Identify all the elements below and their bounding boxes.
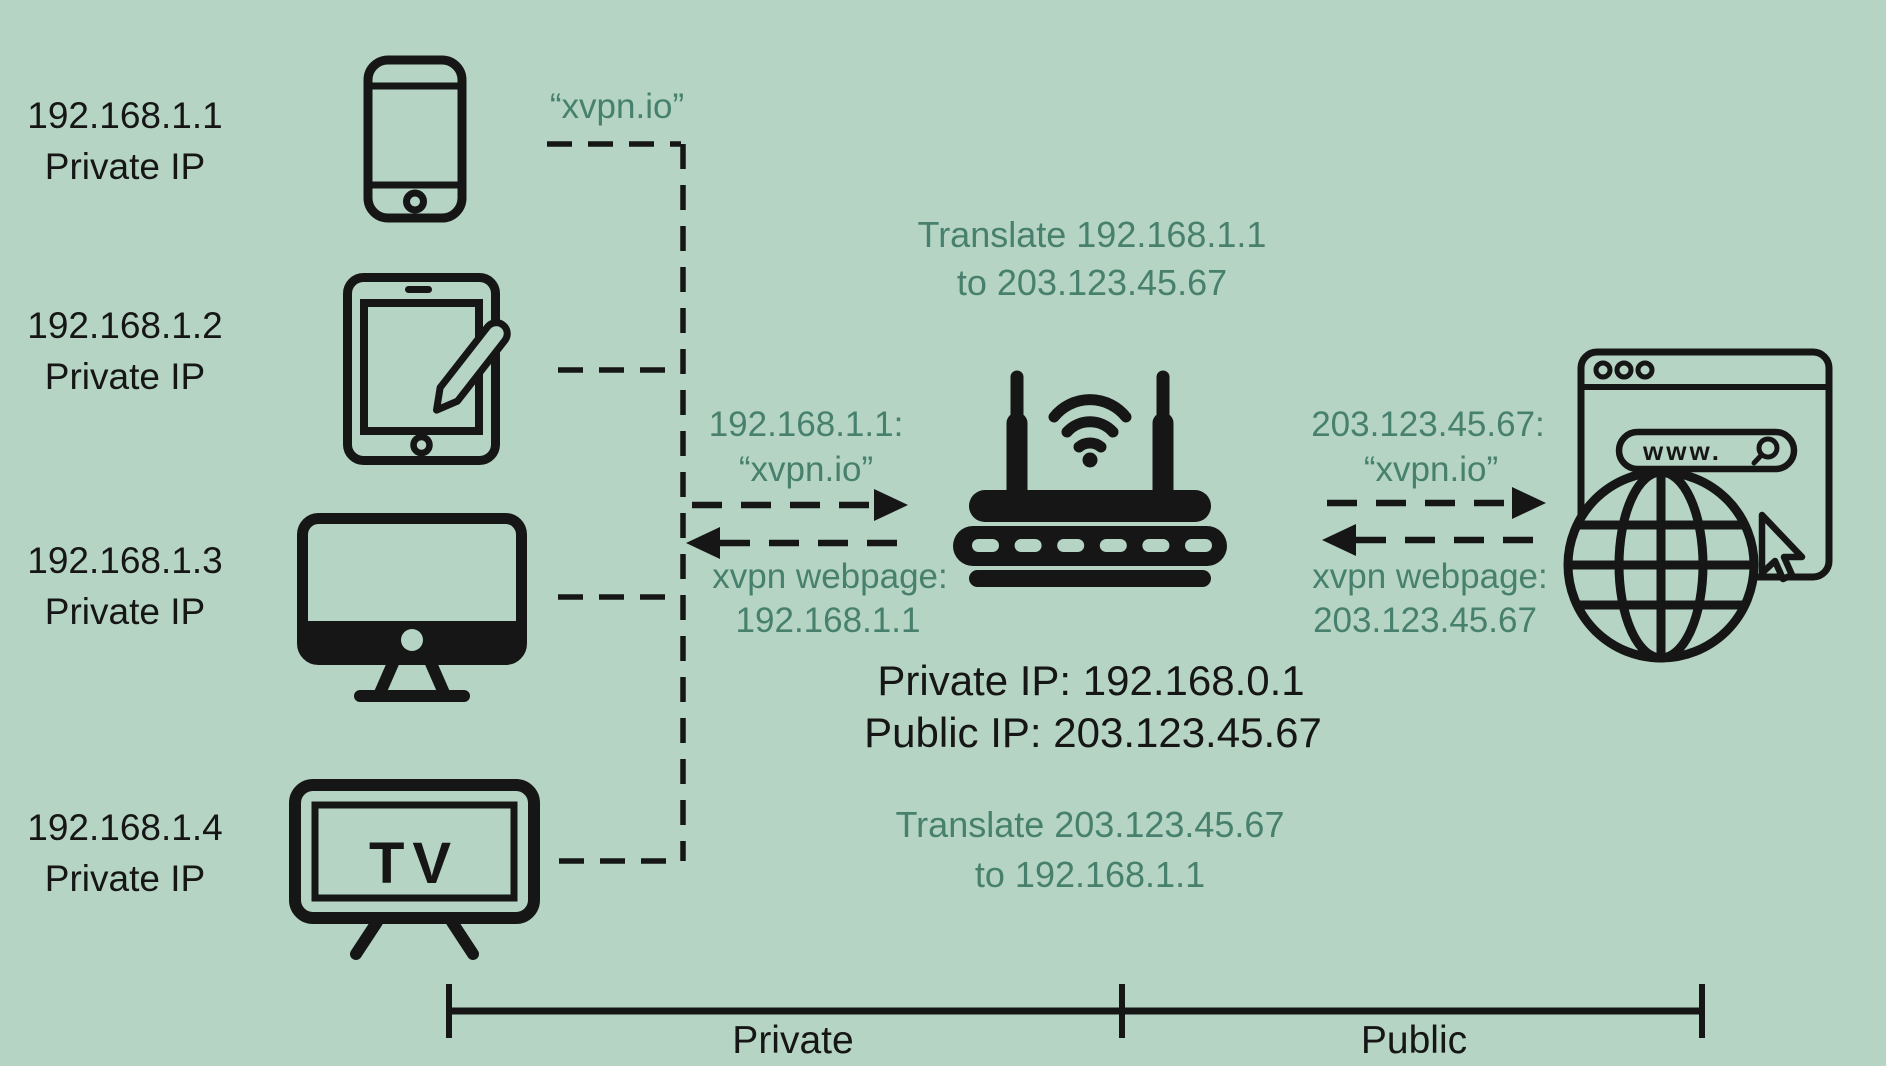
router-private-ip: Private IP: 192.168.0.1 — [877, 657, 1305, 704]
private-request-line1: 192.168.1.1: — [708, 405, 904, 444]
desktop-monitor-icon — [297, 513, 527, 702]
router-public-ip: Public IP: 203.123.45.67 — [864, 709, 1322, 756]
nat-up-line2: to 203.123.45.67 — [956, 262, 1228, 303]
axis-public-label: Public — [1360, 1019, 1468, 1062]
tv-icon: TV — [289, 779, 540, 960]
tablet-pen-icon — [343, 273, 511, 465]
device-1-type: Private IP — [44, 146, 206, 187]
device-4-ip: 192.168.1.4 — [27, 807, 223, 848]
response-arrow-private — [686, 527, 905, 559]
cursor-arrow-icon — [1758, 511, 1806, 583]
wifi-waves-icon — [1048, 394, 1132, 468]
nat-down-line1: Translate 203.123.45.67 — [895, 804, 1285, 845]
search-icon — [1751, 436, 1780, 466]
private-response-line2: 192.168.1.1 — [735, 601, 921, 640]
pen-icon — [433, 319, 511, 414]
public-request-line1: 203.123.45.67: — [1311, 405, 1545, 444]
web-browser-globe-icon: www. — [1563, 348, 1833, 663]
public-response-line1: xvpn webpage: — [1312, 557, 1548, 596]
address-bar-text: www. — [1642, 436, 1722, 466]
router-ports — [972, 539, 1212, 552]
arrow-head-left-icon — [1322, 524, 1356, 556]
private-request-line2: “xvpn.io” — [738, 450, 874, 489]
device-3-type: Private IP — [44, 591, 206, 632]
smartphone-icon — [363, 55, 467, 223]
tv-screen-text: TV — [369, 831, 459, 896]
device-3-ip: 192.168.1.3 — [27, 540, 223, 581]
private-response-line1: xvpn webpage: — [712, 557, 948, 596]
domain-request-label: “xvpn.io” — [549, 87, 685, 126]
arrow-head-right-icon — [1512, 487, 1546, 519]
public-response-line2: 203.123.45.67 — [1313, 601, 1537, 640]
scope-axis — [446, 984, 1705, 1038]
nat-down-line2: to 192.168.1.1 — [974, 854, 1206, 895]
device-2-ip: 192.168.1.2 — [27, 305, 223, 346]
arrow-head-left-icon — [686, 527, 720, 559]
axis-private-label: Private — [732, 1019, 854, 1062]
browser-window-icon: www. — [1577, 348, 1833, 581]
nat-up-line1: Translate 192.168.1.1 — [917, 214, 1267, 255]
device-2-type: Private IP — [44, 356, 206, 397]
globe-icon — [1563, 467, 1759, 663]
request-arrow-public — [1327, 487, 1546, 519]
public-request-line2: “xvpn.io” — [1363, 450, 1499, 489]
device-1-ip: 192.168.1.1 — [27, 95, 223, 136]
device-4-type: Private IP — [44, 858, 206, 899]
arrow-head-right-icon — [874, 489, 908, 521]
response-arrow-public — [1322, 524, 1541, 556]
address-bar — [1615, 428, 1798, 473]
wifi-router-icon — [953, 370, 1227, 587]
request-arrow-private — [692, 489, 908, 521]
